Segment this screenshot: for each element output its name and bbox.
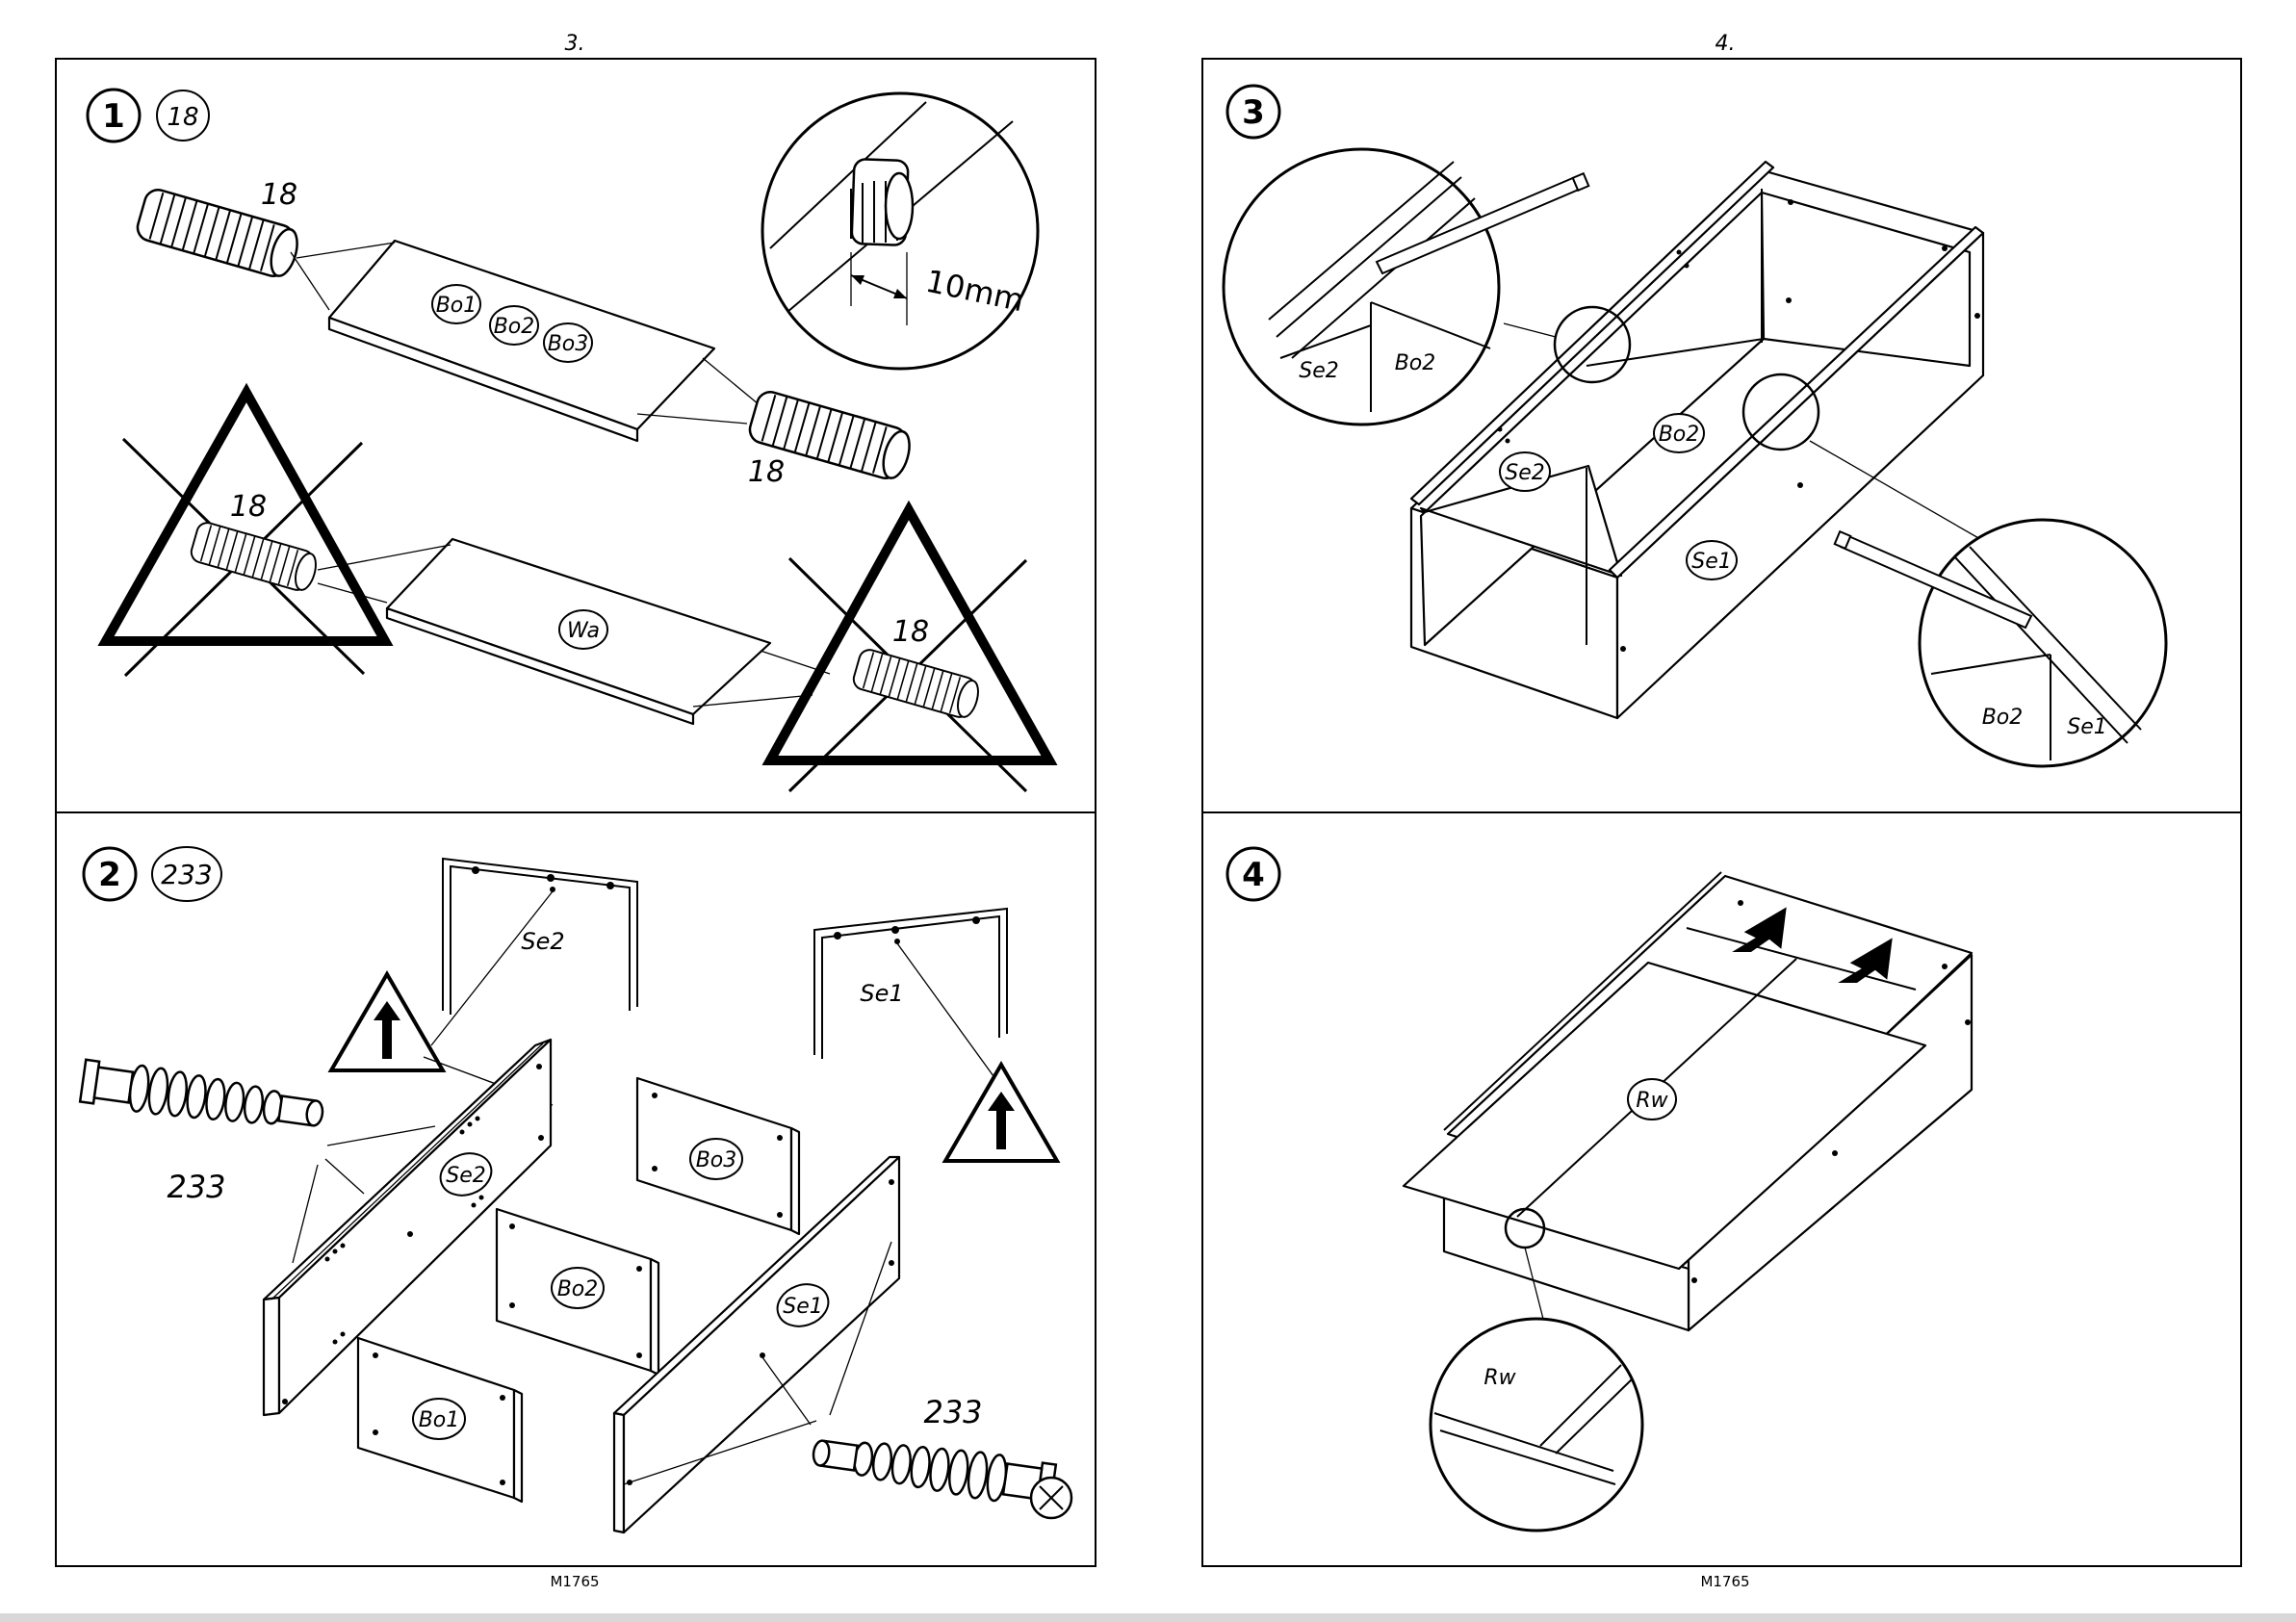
detail-label: Se1 (2067, 715, 2107, 739)
drawer-box-with-back: Rw (1404, 872, 1972, 1330)
dowel-icon (189, 521, 320, 594)
panel-label: Bo1 (436, 294, 477, 318)
page-number-right: 4. (1716, 32, 1736, 56)
drawer-box: Bo2 Se2 Se1 (1411, 162, 1983, 718)
step-2: 2 233 Se2 Se1 233 (80, 847, 1071, 1532)
step-3: 3 Bo2 Se2 Se1 (1224, 86, 2166, 766)
step-number: 1 (102, 97, 125, 136)
bottom-panel-bo3: Bo3 (637, 1078, 799, 1234)
bottom-edge-strip (0, 1613, 2296, 1622)
page-number-left: 3. (565, 32, 585, 56)
cam-bolt-screw-icon (811, 1429, 1056, 1508)
panel-label: Bo2 (494, 315, 535, 339)
hammer-detail-left (1224, 149, 1499, 425)
panel-label: Se2 (446, 1164, 486, 1188)
panel-label: Se1 (1691, 550, 1732, 574)
side-frame-se1: Se1 (814, 909, 1009, 1097)
bottom-panel-bo1: Bo1 (358, 1338, 522, 1502)
dowel-detail-icon (851, 159, 913, 245)
bottom-panel-bo2: Bo2 (497, 1209, 658, 1375)
panel-label: Bo1 (419, 1408, 460, 1432)
warning-arrow-icon (945, 1065, 1057, 1161)
step-number: 2 (98, 856, 121, 894)
dowel-label: 18 (892, 615, 929, 649)
part-count: 18 (167, 103, 198, 132)
detail-label: Rw (1483, 1366, 1516, 1390)
footer-code-right: M1765 (1700, 1573, 1749, 1590)
panel-label: Bo2 (1659, 423, 1700, 447)
detail-label: Bo2 (1982, 706, 2024, 730)
panel-label: Rw (1636, 1089, 1668, 1113)
step-number: 4 (1242, 856, 1265, 894)
detail-label: Se2 (1299, 359, 1339, 383)
panel-label: Bo3 (548, 332, 589, 356)
panel-label: Se1 (783, 1295, 823, 1319)
panel-label: Bo2 (557, 1277, 599, 1301)
step-4: 4 Rw Rw (1227, 848, 1972, 1531)
groove-detail (1431, 1319, 1642, 1531)
screw-label: 233 (923, 1394, 982, 1430)
part-label: Se2 (521, 928, 564, 955)
cam-bolt-screw-icon (80, 1058, 325, 1137)
hammer-detail-right (1920, 520, 2166, 766)
step-number: 3 (1242, 93, 1265, 132)
part-label: Se1 (860, 980, 903, 1007)
panel-label: Wa (567, 619, 600, 643)
part-count: 233 (161, 859, 212, 890)
dowel-label: 18 (748, 455, 785, 489)
warning-arrow-icon (331, 974, 443, 1070)
dowel-label: 18 (230, 490, 267, 524)
panel-label: Se2 (1505, 461, 1545, 485)
dowel-icon (851, 648, 982, 721)
detail-label: Bo2 (1395, 351, 1436, 375)
step-1: 1 18 18 Bo1 Bo2 Bo3 18 (88, 90, 1049, 791)
footer-code-left: M1765 (550, 1573, 599, 1590)
screw-label: 233 (167, 1169, 225, 1205)
panel-label: Bo3 (696, 1148, 737, 1172)
dowel-label: 18 (261, 178, 297, 212)
side-frame-se2: Se2 (431, 859, 637, 1045)
